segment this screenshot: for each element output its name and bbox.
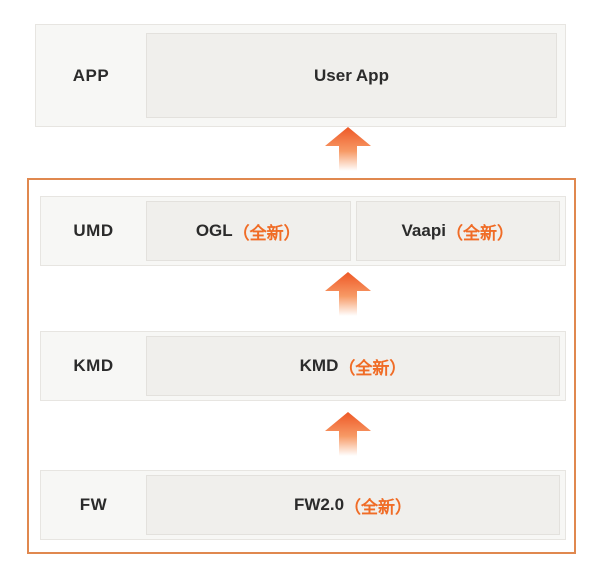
- up-arrow-icon: [325, 272, 371, 316]
- layer-label-fw: FW: [79, 495, 108, 514]
- box-vaapi: Vaapi（全新）: [355, 201, 560, 261]
- box-user-app-name: User App: [314, 65, 389, 85]
- layer-label-app: APP: [72, 65, 110, 85]
- box-vaapi-name: Vaapi: [401, 221, 446, 240]
- box-kmd-name: KMD: [299, 356, 339, 375]
- up-arrow-icon: [325, 412, 371, 456]
- layer-boxes-kmd: KMD（全新）: [146, 332, 565, 400]
- layer-boxes-fw: FW2.0（全新）: [146, 471, 565, 539]
- box-fw2-suffix: （全新）: [344, 497, 413, 517]
- layer-boxes-app: User App: [146, 25, 565, 126]
- layer-row-umd: UMD OGL（全新） Vaapi（全新）: [40, 196, 566, 266]
- layer-row-fw: FW FW2.0（全新）: [40, 470, 566, 540]
- layer-label-kmd: KMD: [73, 356, 114, 375]
- layer-label-umd: UMD: [73, 221, 114, 240]
- box-kmd: KMD（全新）: [146, 336, 560, 396]
- box-ogl-suffix: （全新）: [232, 223, 301, 243]
- box-user-app: User App: [146, 33, 557, 118]
- layer-row-app: APP User App: [35, 24, 566, 127]
- box-ogl-name: OGL: [195, 221, 233, 240]
- box-kmd-suffix: （全新）: [338, 358, 407, 378]
- box-ogl: OGL（全新）: [146, 201, 351, 261]
- layer-boxes-umd: OGL（全新） Vaapi（全新）: [146, 197, 565, 265]
- up-arrow-icon: [325, 127, 371, 171]
- box-fw2: FW2.0（全新）: [146, 475, 560, 535]
- new-stack-container: UMD OGL（全新） Vaapi（全新） KMD KMD（全新）: [27, 178, 576, 554]
- box-vaapi-suffix: （全新）: [445, 223, 514, 243]
- box-fw2-name: FW2.0: [293, 495, 345, 514]
- layer-row-kmd: KMD KMD（全新）: [40, 331, 566, 401]
